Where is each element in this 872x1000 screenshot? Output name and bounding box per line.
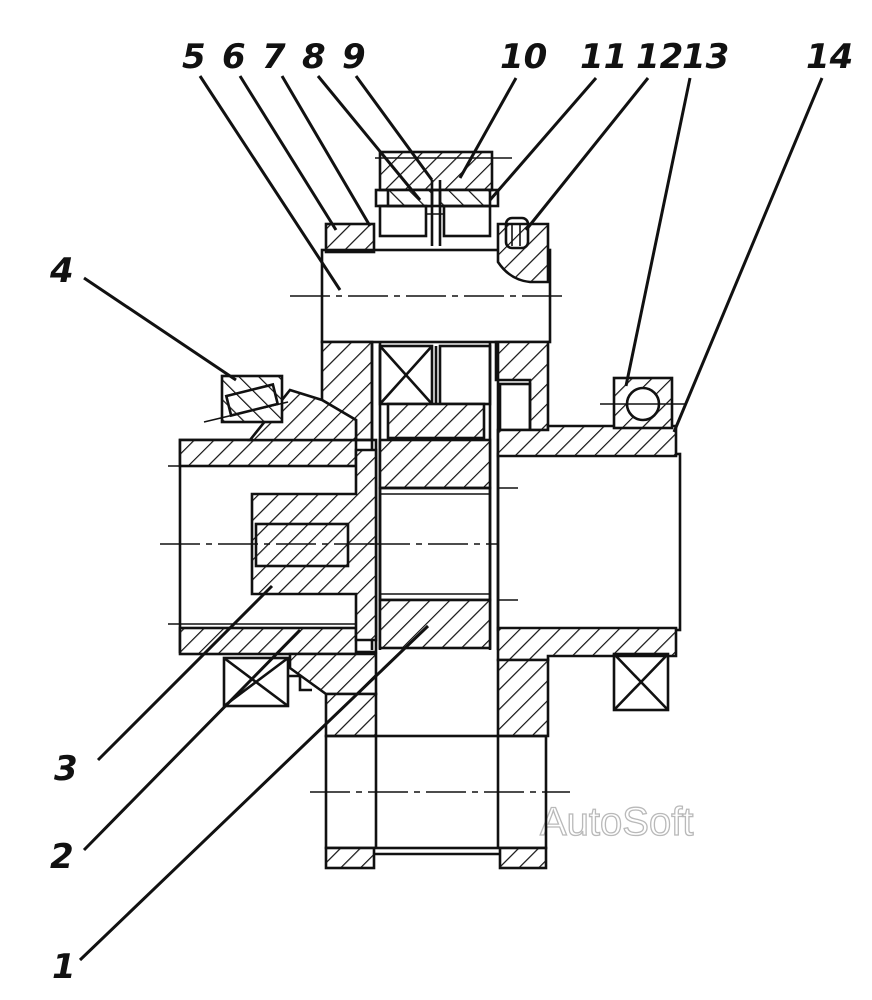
- callout-5: 5: [182, 37, 206, 77]
- callout-13: 13: [682, 37, 729, 77]
- central-gear: [370, 438, 498, 650]
- ball-bearing: [600, 376, 686, 430]
- callout-10: 10: [500, 37, 547, 77]
- lower-right-bearing: [612, 652, 670, 712]
- lower-drum: [310, 692, 570, 870]
- callout-14: 14: [806, 37, 853, 77]
- left-housing: [160, 388, 380, 696]
- callout-2: 2: [50, 837, 74, 877]
- watermark: AutoSoft: [540, 800, 693, 844]
- callout-7: 7: [262, 37, 286, 77]
- callout-9: 9: [342, 37, 366, 77]
- callout-4: 4: [49, 251, 74, 291]
- callout-8: 8: [302, 37, 326, 77]
- callout-6: 6: [222, 37, 246, 77]
- upper-shaft: [290, 216, 566, 344]
- callout-1: 1: [52, 947, 76, 987]
- leader-lines: [78, 75, 824, 962]
- right-shaft: [496, 424, 682, 738]
- callout-11: 11: [580, 37, 627, 77]
- callout-12: 12: [636, 37, 683, 77]
- lower-left-bearing: [222, 656, 312, 708]
- callout-labels: 1 2 3 4 5 6 7 8 9 10 11 12 13 14: [49, 37, 853, 987]
- top-gear: [374, 150, 512, 246]
- callout-3: 3: [54, 749, 78, 789]
- tapered-bearing: [203, 374, 289, 424]
